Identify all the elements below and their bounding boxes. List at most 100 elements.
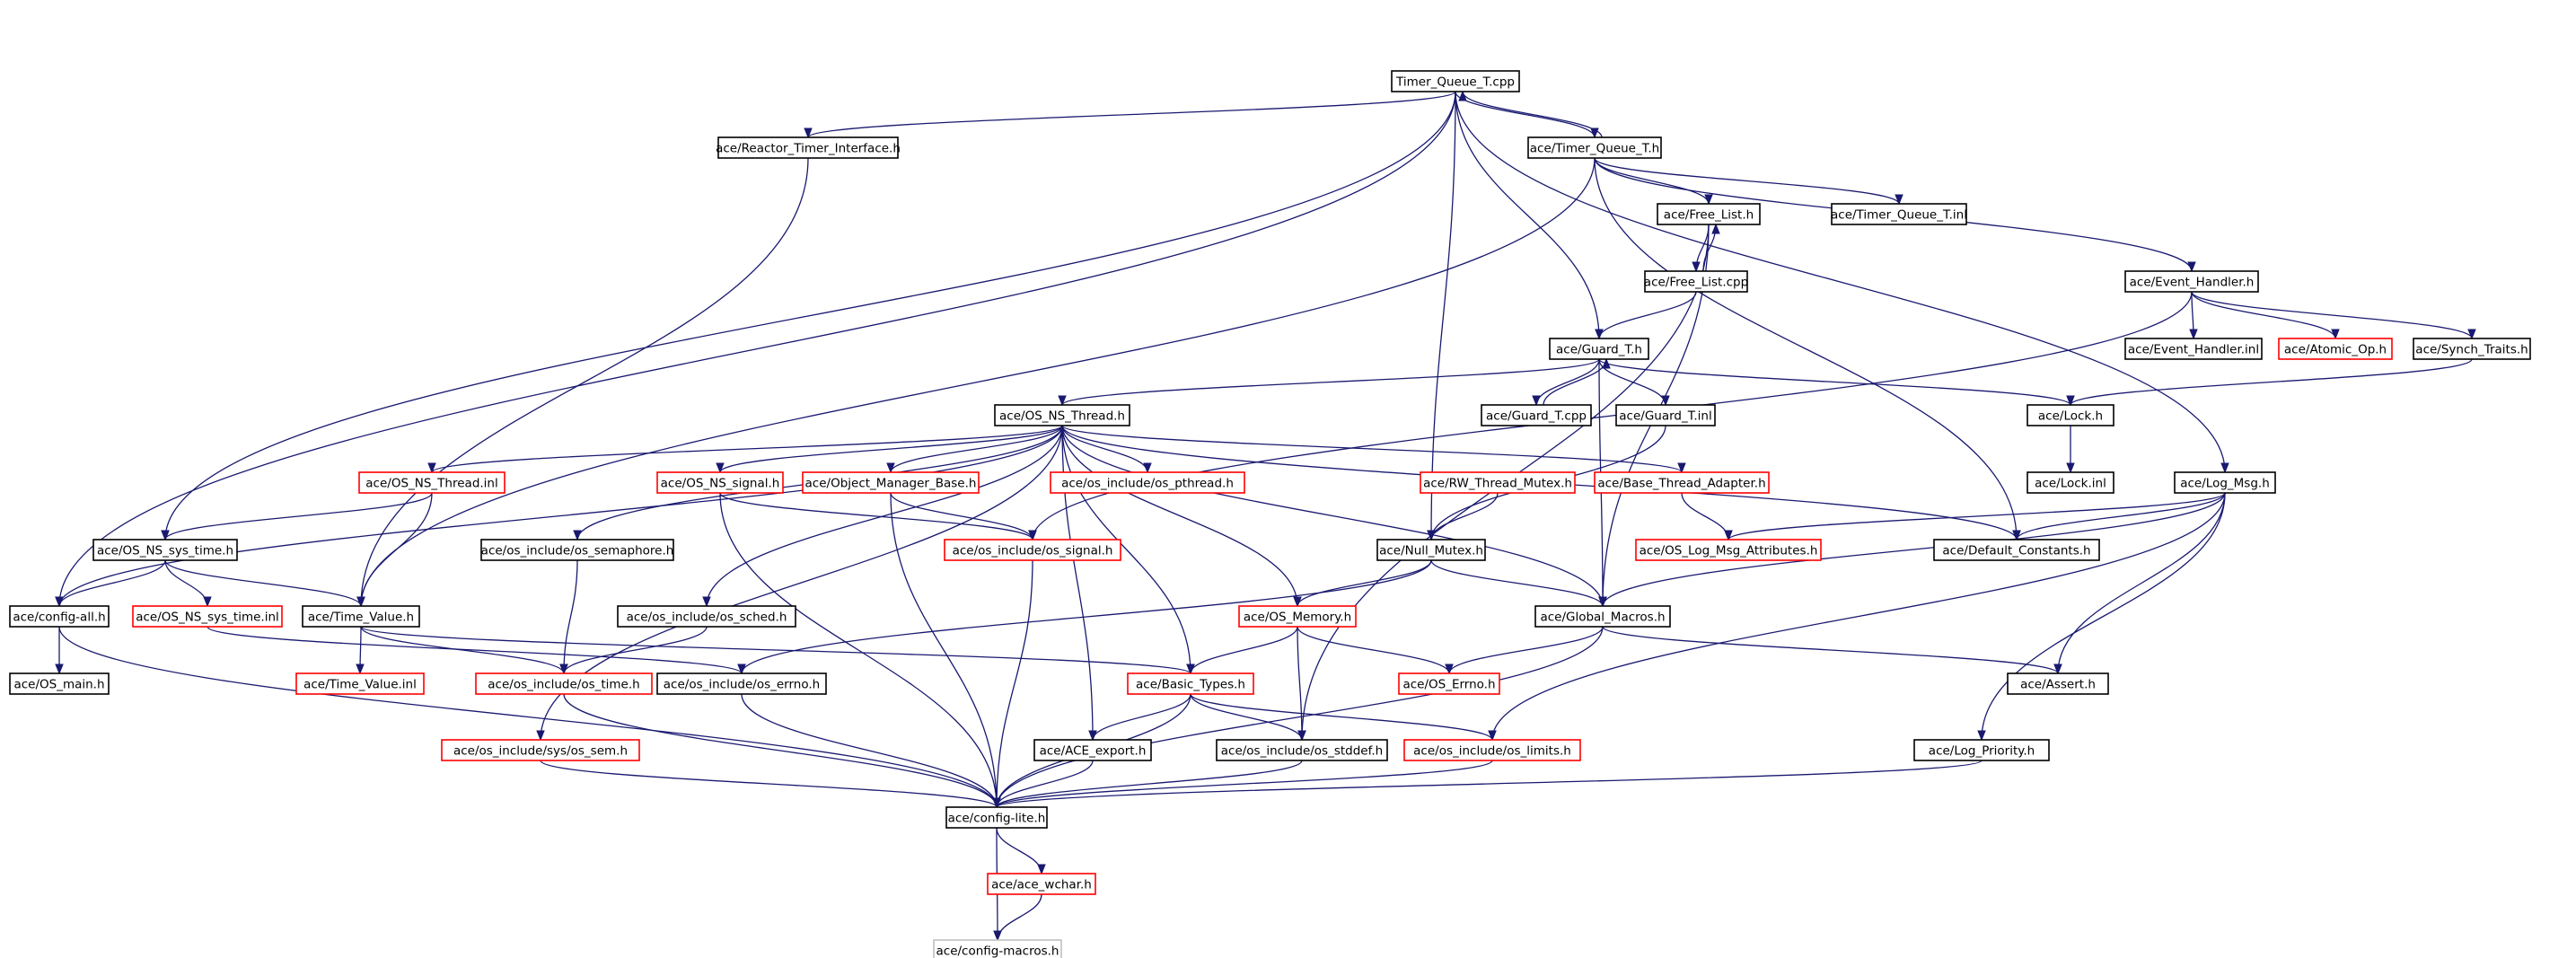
node-ace-os-include-os-stddef-h[interactable]: ace/os_include/os_stddef.h — [1216, 739, 1388, 761]
node-box[interactable] — [1238, 605, 1357, 628]
node-box[interactable] — [2174, 471, 2276, 494]
node-box[interactable] — [617, 605, 796, 628]
node-ace-assert-h[interactable]: ace/Assert.h — [2007, 672, 2109, 695]
node-ace-lock-inl[interactable]: ace/Lock.inl — [2027, 471, 2114, 494]
node-box[interactable] — [9, 672, 110, 695]
node-ace-timer-queue-t-inl[interactable]: ace/Timer_Queue_T.inl — [1831, 203, 1967, 225]
node-box[interactable] — [1831, 203, 1967, 225]
node-box[interactable] — [441, 739, 640, 761]
node-timer-queue-t-cpp[interactable]: Timer_Queue_T.cpp — [1391, 70, 1520, 92]
node-box[interactable] — [2027, 471, 2114, 494]
node-box[interactable] — [1033, 739, 1152, 761]
node-ace-ace-wchar-h[interactable]: ace/ace_wchar.h — [987, 873, 1096, 895]
node-ace-config-macros-h[interactable]: ace/config-macros.h — [933, 939, 1062, 958]
node-ace-global-macros-h[interactable]: ace/Global_Macros.h — [1534, 605, 1671, 628]
node-ace-os-errno-h[interactable]: ace/OS_Errno.h — [1398, 672, 1500, 695]
node-ace-os-include-os-semaphore-h[interactable]: ace/os_include/os_semaphore.h — [480, 539, 674, 561]
node-box[interactable] — [132, 605, 283, 628]
node-box[interactable] — [1216, 739, 1388, 761]
node-ace-os-log-msg-attributes-h[interactable]: ace/OS_Log_Msg_Attributes.h — [1635, 539, 1822, 561]
node-box[interactable] — [802, 471, 980, 494]
node-box[interactable] — [2278, 338, 2393, 360]
node-box[interactable] — [358, 471, 506, 494]
node-box[interactable] — [2413, 338, 2531, 360]
node-ace-guard-t-h[interactable]: ace/Guard_T.h — [1549, 338, 1649, 360]
node-ace-os-include-sys-os-sem-h[interactable]: ace/os_include/sys/os_sem.h — [441, 739, 640, 761]
node-ace-os-include-os-limits-h[interactable]: ace/os_include/os_limits.h — [1403, 739, 1581, 761]
node-box[interactable] — [1549, 338, 1649, 360]
node-ace-timer-queue-t-h[interactable]: ace/Timer_Queue_T.h — [1527, 136, 1662, 159]
node-ace-time-value-h[interactable]: ace/Time_Value.h — [302, 605, 420, 628]
node-box[interactable] — [656, 471, 784, 494]
node-ace-os-include-os-time-h[interactable]: ace/os_include/os_time.h — [475, 672, 653, 695]
node-ace-time-value-inl[interactable]: ace/Time_Value.inl — [295, 672, 425, 695]
node-ace-os-memory-h[interactable]: ace/OS_Memory.h — [1238, 605, 1357, 628]
node-ace-os-ns-thread-h[interactable]: ace/OS_NS_Thread.h — [994, 404, 1130, 426]
node-box[interactable] — [9, 605, 110, 628]
node-ace-config-all-h[interactable]: ace/config-all.h — [9, 605, 110, 628]
node-ace-os-include-os-pthread-h[interactable]: ace/os_include/os_pthread.h — [1050, 471, 1245, 494]
node-box[interactable] — [1644, 270, 1748, 293]
node-ace-atomic-op-h[interactable]: ace/Atomic_Op.h — [2278, 338, 2393, 360]
node-box[interactable] — [987, 873, 1096, 895]
node-ace-os-include-os-signal-h[interactable]: ace/os_include/os_signal.h — [944, 539, 1121, 561]
node-box[interactable] — [656, 672, 827, 695]
node-ace-os-ns-sys-time-inl[interactable]: ace/OS_NS_sys_time.inl — [132, 605, 283, 628]
node-box[interactable] — [1127, 672, 1254, 695]
node-ace-log-priority-h[interactable]: ace/Log_Priority.h — [1913, 739, 2050, 761]
node-ace-synch-traits-h[interactable]: ace/Synch_Traits.h — [2413, 338, 2531, 360]
node-box[interactable] — [945, 806, 1048, 829]
node-box[interactable] — [1615, 404, 1716, 426]
node-box[interactable] — [1398, 672, 1500, 695]
node-ace-config-lite-h[interactable]: ace/config-lite.h — [945, 806, 1048, 829]
node-box[interactable] — [295, 672, 425, 695]
node-ace-lock-h[interactable]: ace/Lock.h — [2027, 404, 2114, 426]
node-box[interactable] — [1913, 739, 2050, 761]
node-box[interactable] — [717, 136, 899, 159]
node-box[interactable] — [1050, 471, 1245, 494]
node-box[interactable] — [1420, 471, 1576, 494]
node-ace-event-handler-inl[interactable]: ace/Event_Handler.inl — [2124, 338, 2263, 360]
node-box[interactable] — [1527, 136, 1662, 159]
node-ace-os-include-os-sched-h[interactable]: ace/os_include/os_sched.h — [617, 605, 796, 628]
node-box[interactable] — [1376, 539, 1486, 561]
node-ace-reactor-timer-interface-h[interactable]: ace/Reactor_Timer_Interface.h — [716, 136, 901, 159]
node-ace-ace-export-h[interactable]: ace/ACE_export.h — [1033, 739, 1152, 761]
node-ace-event-handler-h[interactable]: ace/Event_Handler.h — [2124, 270, 2259, 293]
node-box[interactable] — [2124, 338, 2263, 360]
node-box[interactable] — [2007, 672, 2109, 695]
node-box[interactable] — [1933, 539, 2100, 561]
node-box[interactable] — [2027, 404, 2114, 426]
node-ace-os-ns-sys-time-h[interactable]: ace/OS_NS_sys_time.h — [92, 539, 238, 561]
node-box[interactable] — [933, 939, 1062, 958]
node-ace-os-main-h[interactable]: ace/OS_main.h — [9, 672, 110, 695]
node-ace-rw-thread-mutex-h[interactable]: ace/RW_Thread_Mutex.h — [1420, 471, 1576, 494]
node-box[interactable] — [480, 539, 674, 561]
node-ace-log-msg-h[interactable]: ace/Log_Msg.h — [2174, 471, 2276, 494]
node-ace-os-ns-signal-h[interactable]: ace/OS_NS_signal.h — [656, 471, 784, 494]
node-ace-os-ns-thread-inl[interactable]: ace/OS_NS_Thread.inl — [358, 471, 506, 494]
node-box[interactable] — [1403, 739, 1581, 761]
node-ace-os-include-os-errno-h[interactable]: ace/os_include/os_errno.h — [656, 672, 827, 695]
node-box[interactable] — [1391, 70, 1520, 92]
node-box[interactable] — [92, 539, 238, 561]
node-box[interactable] — [1481, 404, 1592, 426]
node-box[interactable] — [994, 404, 1130, 426]
node-ace-guard-t-inl[interactable]: ace/Guard_T.inl — [1615, 404, 1716, 426]
node-ace-null-mutex-h[interactable]: ace/Null_Mutex.h — [1376, 539, 1486, 561]
node-box[interactable] — [1635, 539, 1822, 561]
node-ace-free-list-cpp[interactable]: ace/Free_List.cpp — [1644, 270, 1748, 293]
node-ace-base-thread-adapter-h[interactable]: ace/Base_Thread_Adapter.h — [1594, 471, 1770, 494]
node-ace-basic-types-h[interactable]: ace/Basic_Types.h — [1127, 672, 1254, 695]
node-box[interactable] — [1594, 471, 1770, 494]
node-box[interactable] — [302, 605, 420, 628]
node-ace-object-manager-base-h[interactable]: ace/Object_Manager_Base.h — [802, 471, 980, 494]
node-box[interactable] — [1534, 605, 1671, 628]
node-box[interactable] — [2124, 270, 2259, 293]
node-box[interactable] — [475, 672, 653, 695]
node-ace-default-constants-h[interactable]: ace/Default_Constants.h — [1933, 539, 2100, 561]
node-box[interactable] — [944, 539, 1121, 561]
node-ace-free-list-h[interactable]: ace/Free_List.h — [1657, 203, 1761, 225]
node-ace-guard-t-cpp[interactable]: ace/Guard_T.cpp — [1481, 404, 1592, 426]
node-box[interactable] — [1657, 203, 1761, 225]
